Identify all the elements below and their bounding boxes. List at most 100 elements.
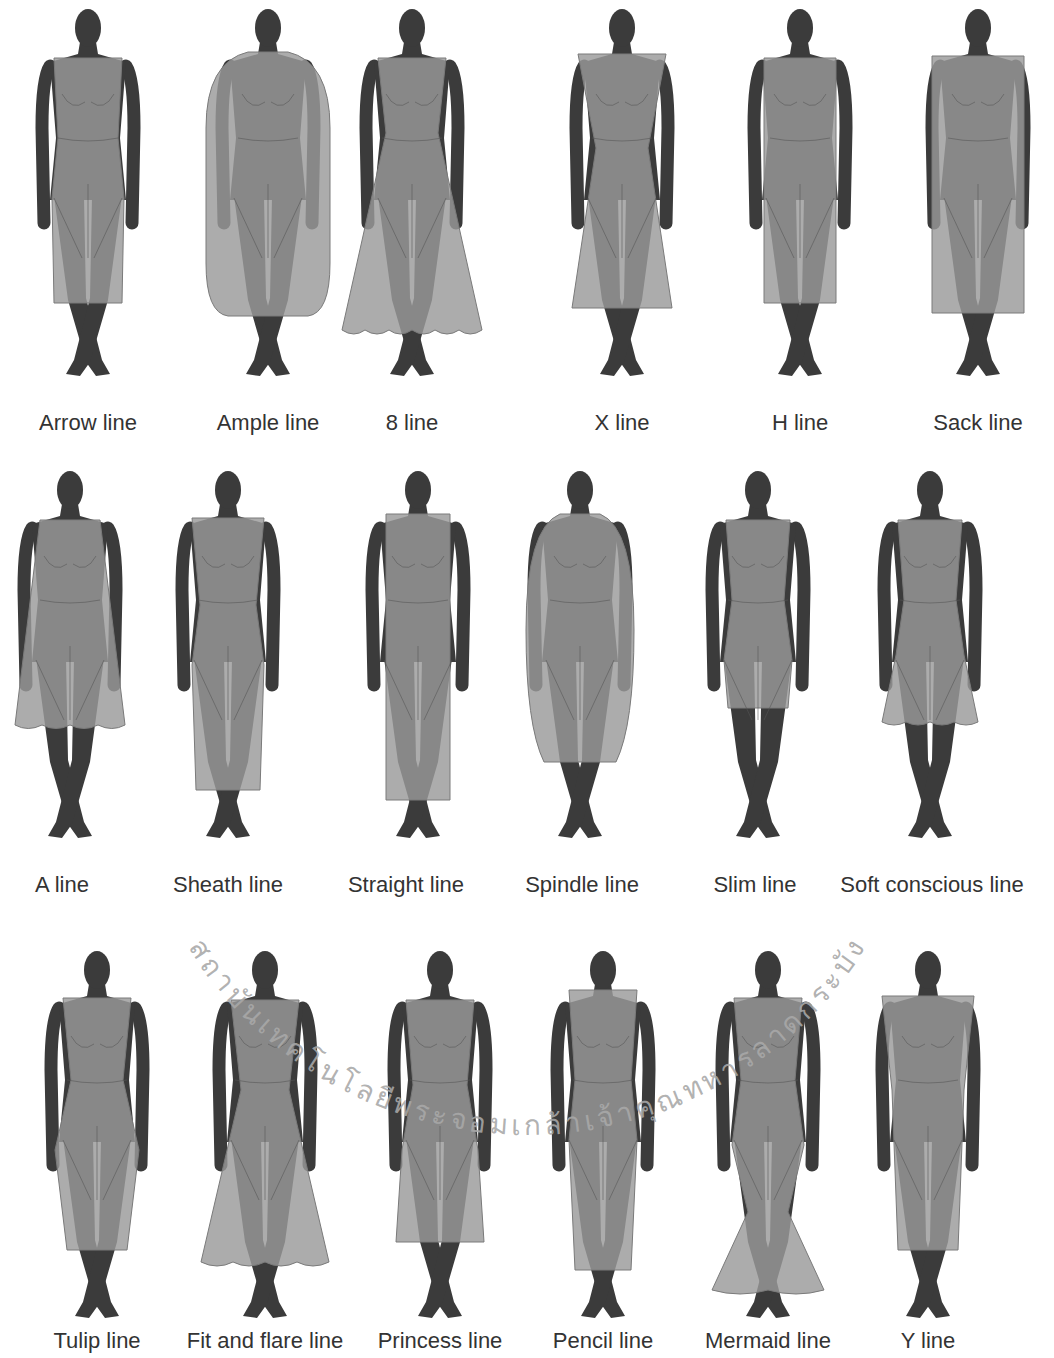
arm: [42, 66, 50, 223]
body-contour: [231, 1036, 299, 1200]
arm: [219, 1008, 227, 1165]
garment-shape: [206, 52, 330, 316]
style-caption: A line: [35, 872, 89, 898]
body-contour: [54, 94, 122, 258]
garment-shape: [52, 58, 124, 303]
garment-shape: [882, 996, 974, 1250]
style-caption: Pencil line: [553, 1328, 653, 1354]
body-contour: [63, 1036, 131, 1200]
garment-shape: [55, 998, 139, 1250]
head: [755, 951, 781, 989]
style-caption: Fit and flare line: [187, 1328, 344, 1354]
body-contour: [766, 94, 834, 258]
style-caption: Y line: [901, 1328, 956, 1354]
style-caption: Ample line: [217, 410, 320, 436]
head: [75, 9, 101, 47]
garment-shape: [396, 1000, 484, 1242]
arm: [796, 528, 804, 685]
dress-figure: [15, 471, 125, 838]
dress-figure: [182, 471, 274, 838]
style-caption: Straight line: [348, 872, 464, 898]
garment-shape: [526, 514, 634, 762]
head: [915, 951, 941, 989]
arm: [754, 66, 762, 223]
head: [567, 471, 593, 509]
dress-figure: [754, 9, 846, 376]
style-caption: H line: [772, 410, 828, 436]
style-caption: Slim line: [713, 872, 796, 898]
body-contour: [896, 556, 964, 720]
garment-shape: [192, 518, 264, 790]
watermark: สถาบันเทคโนโลยีพระจอมเกล้าเจ้าคุณทหารลาด…: [182, 933, 872, 1142]
arm: [182, 528, 190, 685]
dress-figure: [394, 951, 486, 1318]
dress-figure: [51, 951, 143, 1318]
body-contour: [569, 1036, 637, 1200]
head: [399, 9, 425, 47]
body-contour: [36, 556, 104, 720]
body-contour: [384, 556, 452, 720]
body-contour: [234, 94, 302, 258]
head: [745, 471, 771, 509]
dress-figure: [712, 471, 804, 838]
style-caption: Arrow line: [39, 410, 137, 436]
garment-shape: [712, 998, 824, 1294]
arm: [576, 66, 584, 223]
body-contour: [194, 556, 262, 720]
dress-figure: [42, 9, 134, 376]
garment-shape: [342, 58, 482, 334]
arm: [806, 1008, 814, 1165]
garment-shape: [932, 56, 1024, 313]
dress-figure: [572, 9, 672, 376]
garment-shape: [882, 520, 978, 725]
arm: [303, 1008, 311, 1165]
head: [965, 9, 991, 47]
style-caption: Mermaid line: [705, 1328, 831, 1354]
head: [255, 9, 281, 47]
dress-figure: [372, 471, 464, 838]
arm: [456, 528, 464, 685]
body-contour: [588, 94, 656, 258]
arm: [394, 1008, 402, 1165]
dress-figure: [342, 9, 482, 376]
arm: [838, 66, 846, 223]
head: [405, 471, 431, 509]
dress-figure: [201, 951, 329, 1318]
style-caption: Soft conscious line: [840, 872, 1023, 898]
garment-shape: [201, 1000, 329, 1266]
garment-shape: [569, 990, 637, 1270]
garment-shape: [572, 54, 672, 308]
arm: [266, 528, 274, 685]
garment-shape: [764, 58, 836, 303]
body-contour: [724, 556, 792, 720]
dress-figure: [932, 9, 1024, 376]
head: [609, 9, 635, 47]
arm: [884, 528, 892, 685]
body-contour: [378, 94, 446, 258]
body-contour: [944, 94, 1012, 258]
style-caption: X line: [594, 410, 649, 436]
body-contour: [406, 1036, 474, 1200]
dress-figure: [712, 951, 824, 1318]
style-caption: Tulip line: [53, 1328, 140, 1354]
dress-figure: [882, 471, 978, 838]
body-contour: [734, 1036, 802, 1200]
head: [917, 471, 943, 509]
arm: [126, 66, 134, 223]
head: [787, 9, 813, 47]
arm: [722, 1008, 730, 1165]
style-caption: Princess line: [378, 1328, 503, 1354]
style-caption: 8 line: [386, 410, 439, 436]
head: [427, 951, 453, 989]
head: [252, 951, 278, 989]
dress-figure: [882, 951, 974, 1318]
style-caption: Spindle line: [525, 872, 639, 898]
arm: [968, 528, 976, 685]
style-caption: Sheath line: [173, 872, 283, 898]
dress-figure: [206, 9, 330, 376]
arm: [641, 1008, 649, 1165]
body-contour: [894, 1036, 962, 1200]
head: [215, 471, 241, 509]
arm: [660, 66, 668, 223]
